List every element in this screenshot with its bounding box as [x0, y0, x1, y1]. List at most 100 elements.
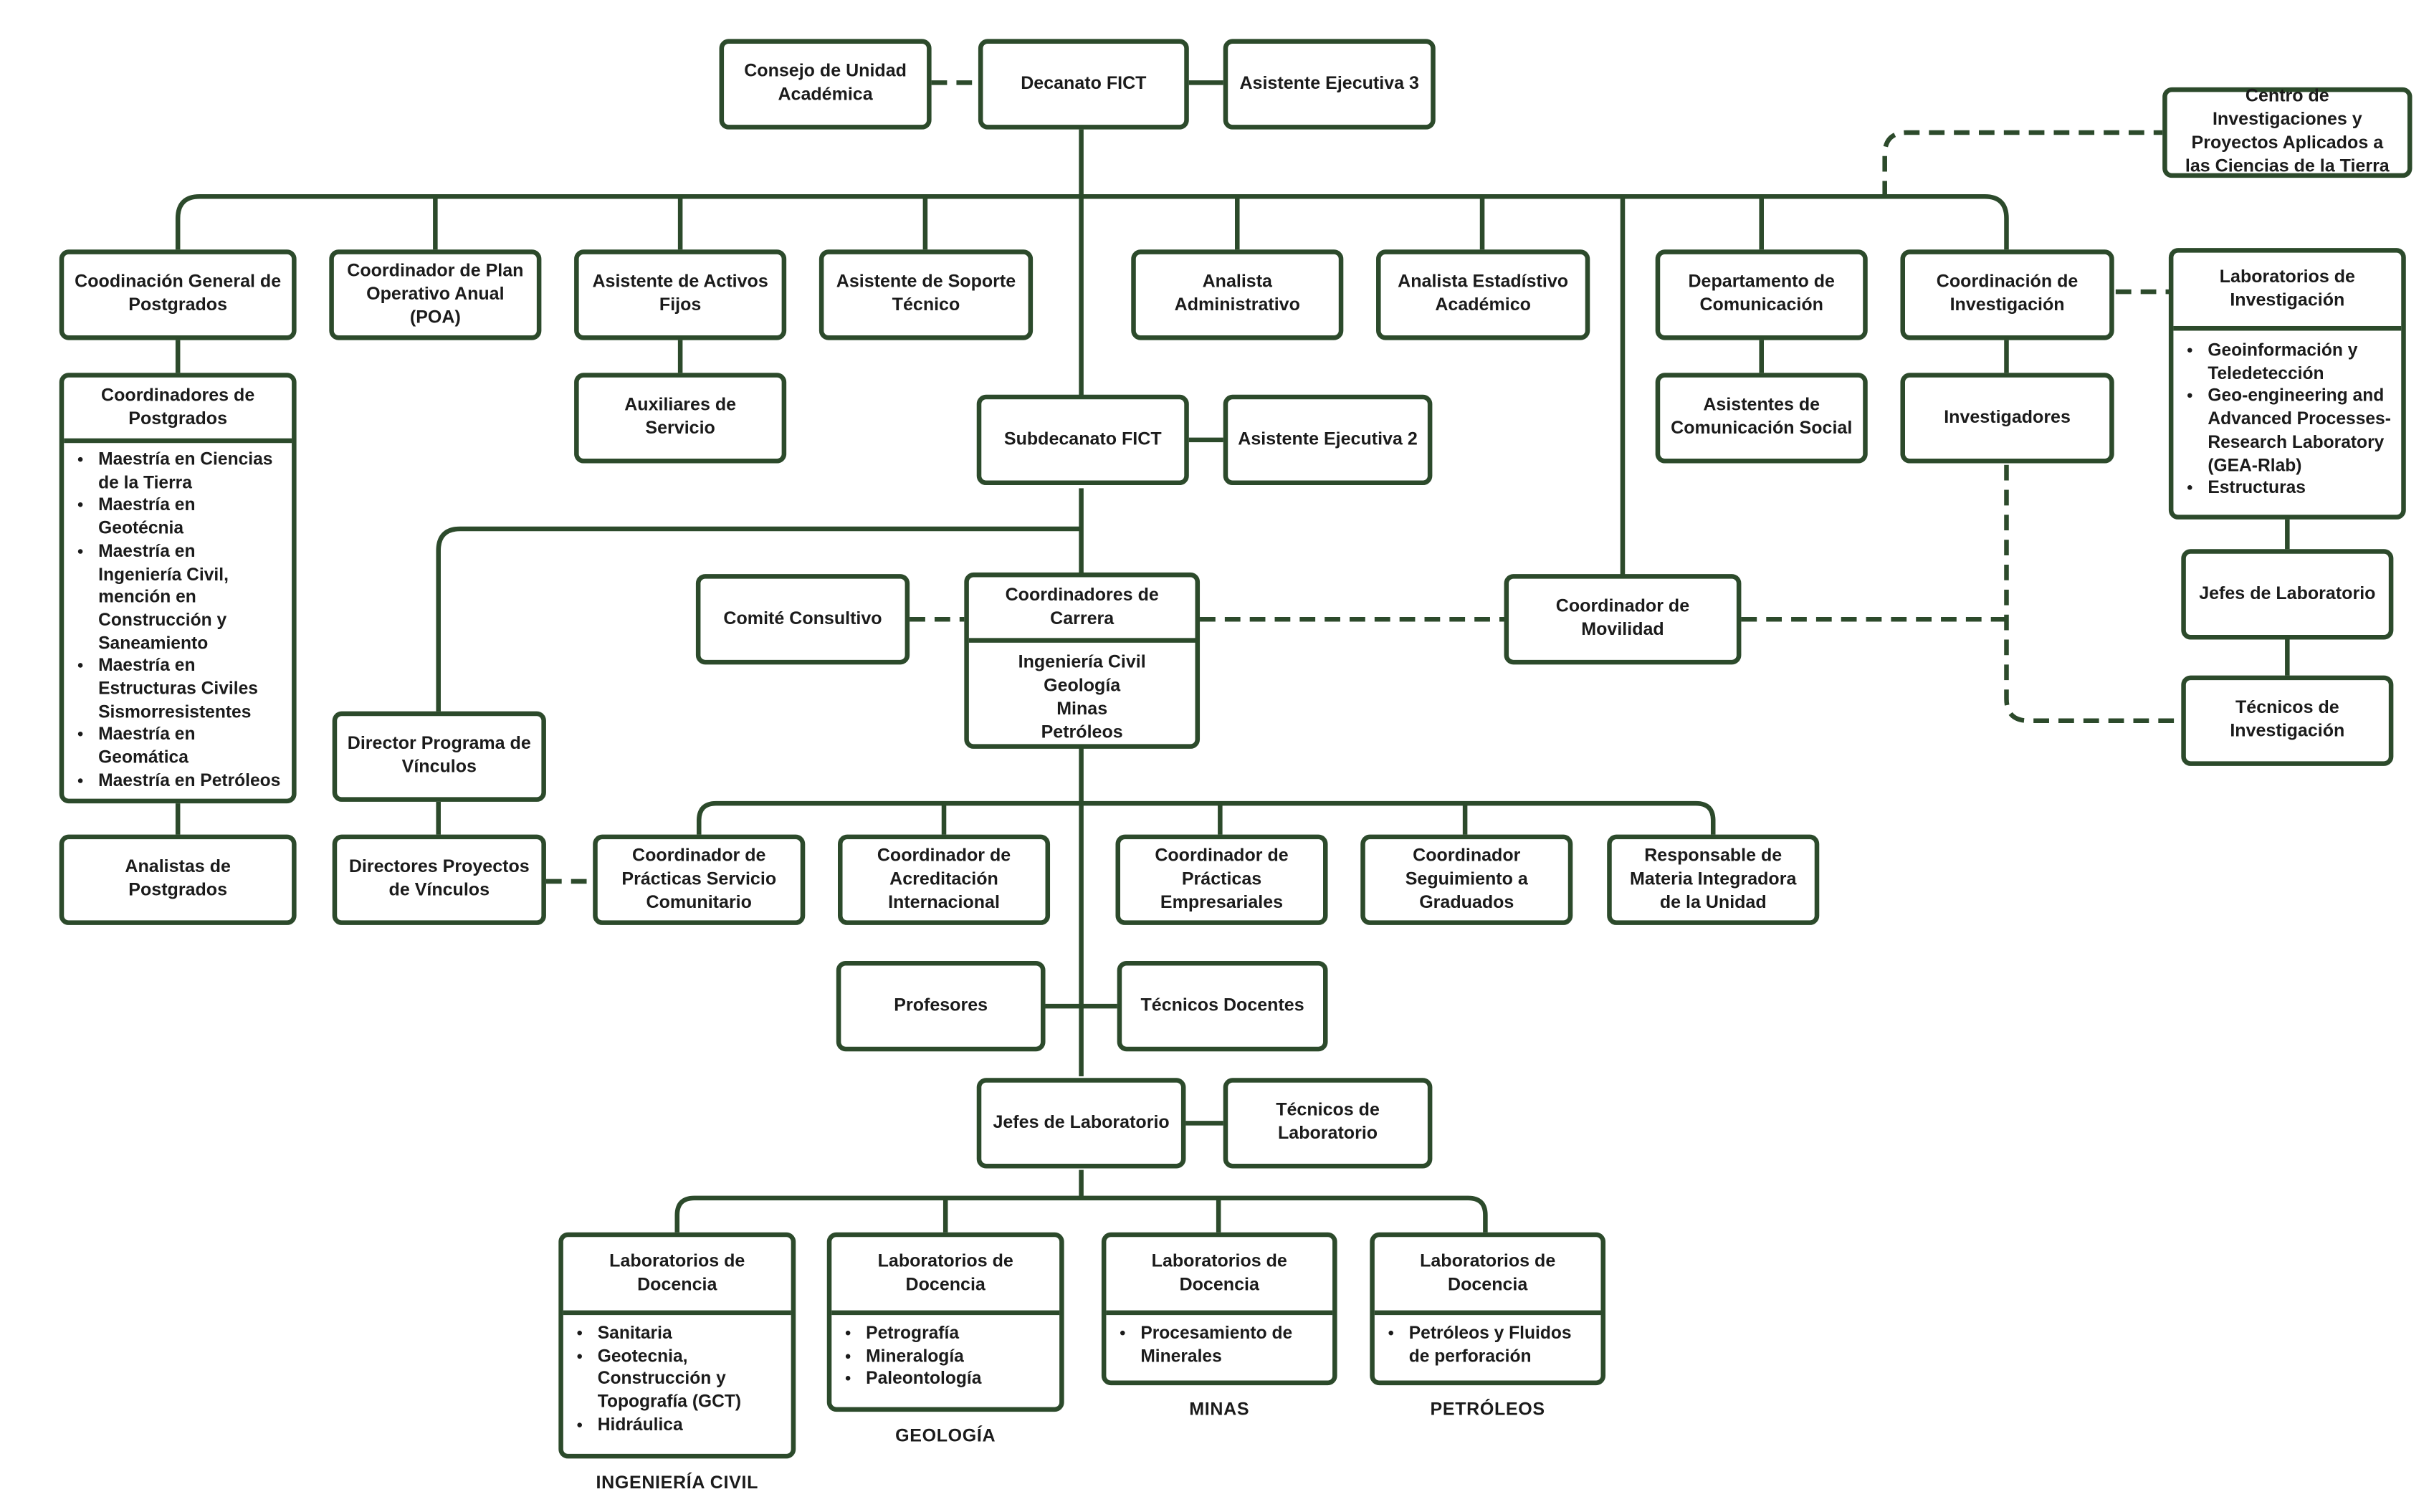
- list-item: Procesamiento de Minerales: [1140, 1323, 1323, 1369]
- centro-label: Centro de Investigaciones y Proyectos Ap…: [2185, 87, 2390, 176]
- director-vinculos-label: Director Programa de Vínculos: [347, 735, 531, 777]
- coord-graduados-box: Coordinador Seguimiento a Graduados: [1360, 834, 1573, 925]
- list-item: Maestría en Ciencias de la Tierra: [98, 449, 282, 495]
- subdecanato-box: Subdecanato FICT: [976, 394, 1189, 486]
- list-item: Maestría en Ingeniería Civil, mención en…: [98, 541, 282, 656]
- list-item: Maestría en Petróleos: [98, 770, 282, 793]
- asist-com-label: Asistentes de Comunicación Social: [1671, 396, 1853, 439]
- list-item: Paleontología: [866, 1369, 1050, 1392]
- caption-minas: MINAS: [1189, 1400, 1250, 1420]
- directores-proyectos-box: Directores Proyectos de Vínculos: [332, 834, 546, 925]
- analista-estadistico-box: Analista Estadístivo Académico: [1376, 249, 1590, 340]
- postgrados-title-text: Coordinadores de Postgrados: [101, 386, 255, 429]
- analistas-postgrados-box: Analistas de Postgrados: [59, 834, 297, 925]
- lab-docencia-list: Sanitaria Geotecnia, Construcción y Topo…: [563, 1315, 791, 1444]
- coord-movilidad-box: Coordinador de Movilidad: [1504, 574, 1742, 665]
- decanato-label: Decanato FICT: [1021, 74, 1147, 93]
- lab-doc-title-text: Laboratorios de Docencia: [877, 1251, 1013, 1294]
- list-item: Petróleos: [1041, 724, 1123, 743]
- caption-ingenieria-civil: INGENIERÍA CIVIL: [596, 1474, 759, 1493]
- subdecanato-label: Subdecanato FICT: [1003, 429, 1162, 449]
- postgrados-list: Maestría en Ciencias de la Tierra Maestr…: [64, 443, 292, 800]
- decanato-box: Decanato FICT: [978, 39, 1189, 130]
- investigadores-box: Investigadores: [1900, 373, 2114, 464]
- asistentes-comunicacion-box: Asistentes de Comunicación Social: [1655, 373, 1868, 464]
- servicio-label: Coordinador de Prácticas Servicio Comuni…: [621, 846, 777, 912]
- lab-investigacion-title: Laboratorios de Investigación: [2173, 253, 2402, 331]
- lab-docencia-list: Petróleos y Fluidos de perforación: [1375, 1315, 1601, 1375]
- investigadores-label: Investigadores: [1944, 408, 2071, 427]
- list-item: Geo-engineering and Advanced Processes-R…: [2208, 386, 2392, 478]
- consejo-label: Consejo de Unidad Académica: [744, 62, 907, 105]
- carrera-list: Ingeniería Civil Geología Minas Petróleo…: [969, 643, 1195, 755]
- departamento-comunicacion-box: Departamento de Comunicación: [1655, 249, 1868, 340]
- list-item: Sanitaria: [598, 1323, 782, 1346]
- coord-carrera-title: Coordinadores de Carrera: [968, 577, 1195, 643]
- tecnicos-docentes-label: Técnicos Docentes: [1140, 995, 1304, 1015]
- asistente-3-label: Asistente Ejecutiva 3: [1239, 74, 1419, 93]
- coordinadores-carrera-box: Coordinadores de Carrera Ingeniería Civi…: [964, 572, 1201, 749]
- graduados-label: Coordinador Seguimiento a Graduados: [1405, 846, 1528, 912]
- analista-admin-label: Analista Administrativo: [1174, 272, 1300, 315]
- acreditacion-label: Coordinador de Acreditación Internaciona…: [877, 846, 1011, 912]
- coord-servicio-box: Coordinador de Prácticas Servicio Comuni…: [593, 834, 806, 925]
- lab-docencia-title: Laboratorios de Docencia: [1374, 1237, 1601, 1316]
- profesores-box: Profesores: [836, 960, 1046, 1052]
- comite-consultivo-box: Comité Consultivo: [695, 574, 910, 665]
- list-item: Mineralogía: [866, 1346, 1050, 1369]
- coord-postgrados-label: Coodinación General de Postgrados: [75, 272, 282, 315]
- tecnicos-lab-label: Técnicos de Laboratorio: [1276, 1101, 1380, 1144]
- list-item: Petróleos y Fluidos de perforación: [1409, 1323, 1592, 1369]
- coord-poa-box: Coordinador de Plan Operativo Anual (POA…: [329, 249, 542, 340]
- lab-inv-title-text: Laboratorios de Investigación: [2219, 267, 2355, 310]
- coordinadores-postgrados-title: Coordinadores de Postgrados: [64, 378, 292, 444]
- lab-docencia-minas-box: Laboratorios de Docencia Procesamiento d…: [1101, 1232, 1337, 1386]
- lab-doc-title-text: Laboratorios de Docencia: [609, 1251, 745, 1294]
- list-item: Geotecnia, Construcción y Topografía (GC…: [598, 1346, 782, 1415]
- empresariales-label: Coordinador de Prácticas Empresariales: [1155, 846, 1289, 912]
- soporte-label: Asistente de Soporte Técnico: [836, 272, 1016, 315]
- lab-doc-title-text: Laboratorios de Docencia: [1420, 1251, 1556, 1294]
- lab-docencia-title: Laboratorios de Docencia: [563, 1237, 791, 1316]
- lab-docencia-title: Laboratorios de Docencia: [1106, 1237, 1333, 1316]
- integradora-label: Responsable de Materia Integradora de la…: [1630, 846, 1797, 912]
- coord-acreditacion-box: Coordinador de Acreditación Internaciona…: [837, 834, 1051, 925]
- lab-docencia-civil-box: Laboratorios de Docencia Sanitaria Geote…: [558, 1232, 796, 1459]
- investigacion-label: Coordinación de Investigación: [1936, 272, 2079, 315]
- asistente-soporte-box: Asistente de Soporte Técnico: [819, 249, 1034, 340]
- tecnicos-inv-label: Técnicos de Investigación: [2230, 699, 2345, 742]
- consejo-unidad-box: Consejo de Unidad Académica: [719, 39, 932, 130]
- list-item: Maestría en Geotécnia: [98, 495, 282, 541]
- profesores-label: Profesores: [894, 995, 988, 1015]
- list-item: Geoinformación y Teledetección: [2208, 340, 2392, 386]
- lab-docencia-petroleos-box: Laboratorios de Docencia Petróleos y Flu…: [1370, 1232, 1606, 1386]
- lab-docencia-title: Laboratorios de Docencia: [831, 1237, 1060, 1316]
- laboratorios-investigacion-box: Laboratorios de Investigación Geoinforma…: [2168, 248, 2406, 520]
- coord-empresariales-box: Coordinador de Prácticas Empresariales: [1115, 834, 1328, 925]
- comite-label: Comité Consultivo: [723, 609, 882, 628]
- directores-proyectos-label: Directores Proyectos de Vínculos: [348, 858, 530, 901]
- coord-investigacion-box: Coordinación de Investigación: [1900, 249, 2114, 340]
- list-item: Maestría en Geomática: [98, 724, 282, 770]
- analista-est-label: Analista Estadístivo Académico: [1398, 272, 1569, 315]
- coord-poa-label: Coordinador de Plan Operativo Anual (POA…: [347, 261, 524, 327]
- lab-docencia-geologia-box: Laboratorios de Docencia Petrografía Min…: [826, 1232, 1064, 1412]
- asistente-activos-box: Asistente de Activos Fijos: [574, 249, 787, 340]
- movilidad-label: Coordinador de Movilidad: [1555, 597, 1690, 640]
- lab-doc-title-text: Laboratorios de Docencia: [1151, 1251, 1287, 1294]
- tecnicos-laboratorio-box: Técnicos de Laboratorio: [1223, 1078, 1433, 1169]
- jefes-laboratorio-box: Jefes de Laboratorio: [976, 1078, 1186, 1169]
- caption-petroleos: PETRÓLEOS: [1430, 1400, 1545, 1420]
- analistas-label: Analistas de Postgrados: [125, 858, 231, 901]
- asistente-2-label: Asistente Ejecutiva 2: [1238, 429, 1418, 449]
- list-item: Maestría en Estructuras Civiles Sismorre…: [98, 656, 282, 724]
- responsable-integradora-box: Responsable de Materia Integradora de la…: [1607, 834, 1820, 925]
- coordinadores-postgrados-box: Coordinadores de Postgrados Maestría en …: [59, 373, 297, 804]
- director-vinculos-box: Director Programa de Vínculos: [332, 711, 546, 802]
- tecnicos-docentes-box: Técnicos Docentes: [1117, 960, 1328, 1052]
- comunicacion-label: Departamento de Comunicación: [1688, 272, 1835, 315]
- auxiliares-label: Auxiliares de Servicio: [624, 396, 737, 439]
- list-item: Ingeniería Civil: [1018, 654, 1146, 673]
- lab-docencia-list: Petrografía Mineralogía Paleontología: [831, 1315, 1059, 1398]
